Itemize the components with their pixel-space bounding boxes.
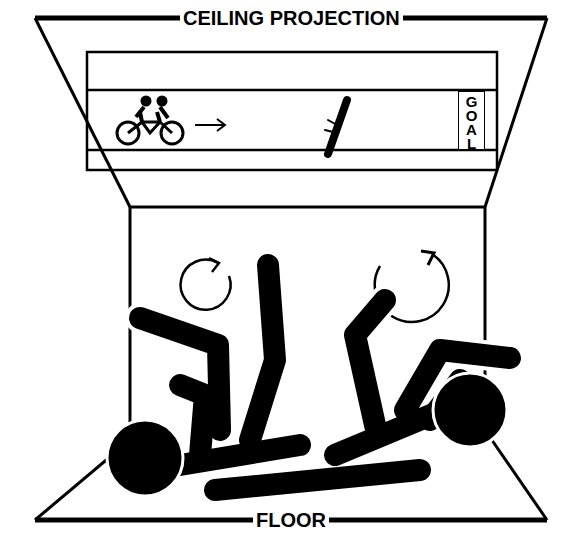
rotation-arrows [181, 251, 449, 322]
section-label: CEILING PROJECTION [180, 7, 403, 29]
goal-text: GOAL [462, 93, 481, 149]
direction-arrow [195, 119, 225, 131]
tandem-bicycle-icon [117, 97, 183, 144]
section-label: FLOOR [253, 509, 329, 531]
goal-box: GOAL [458, 91, 485, 150]
branch-icon [325, 100, 347, 154]
people-figures [107, 265, 510, 496]
